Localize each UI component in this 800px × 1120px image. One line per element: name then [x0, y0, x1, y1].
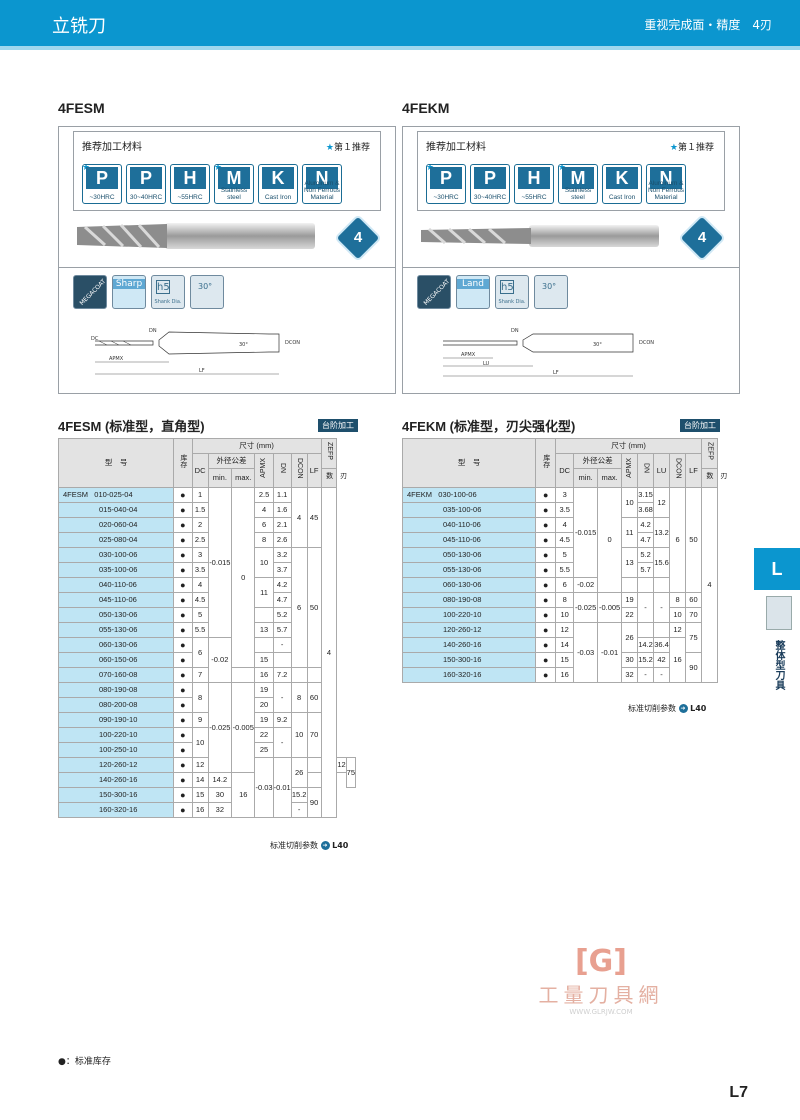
right-model-title: 4FEKM	[402, 100, 450, 116]
material-h: H~55HRC	[514, 164, 554, 204]
left-step-tag: 台阶加工	[318, 419, 358, 432]
recommend-note: ★第１推荐	[325, 143, 370, 153]
svg-text:DCON: DCON	[285, 340, 300, 346]
helix-30-icon: 30°	[534, 275, 568, 309]
watermark: [G] 工量刀具網 WWW.GLRJW.COM	[536, 944, 666, 1016]
dimension-drawing: APMX LU LF DN DCON 30°	[443, 328, 654, 377]
svg-text:DN: DN	[149, 328, 157, 334]
svg-text:LF: LF	[553, 370, 559, 376]
header-shade	[0, 46, 800, 50]
svg-text:DN: DN	[511, 328, 519, 334]
arrow-icon: ➜	[320, 841, 330, 850]
panel-divider	[59, 267, 395, 268]
right-step-tag: 台阶加工	[680, 419, 720, 432]
materials-label: 推荐加工材料	[426, 142, 486, 153]
recommend-note: ★第１推荐	[669, 143, 714, 153]
header-bar	[0, 0, 800, 46]
left-section-title: 4FESM (标准型，直角型)	[58, 419, 205, 434]
solid-tool-icon	[766, 596, 792, 630]
page-number: L7	[729, 1084, 748, 1101]
header-subtitle: 重视完成面・精度 4刃	[644, 18, 772, 32]
svg-text:APMX: APMX	[461, 352, 476, 358]
right-std-note: 标准切削参数 ➜ L40	[628, 704, 707, 713]
star-icon: ★	[325, 143, 334, 153]
megacoat-icon: MEGACOAT	[417, 275, 451, 309]
left-std-note: 标准切削参数 ➜ L40	[270, 841, 349, 850]
watermark-logo-icon: [G]	[574, 944, 628, 979]
page-title: 立铣刀	[52, 16, 106, 37]
four-flute-icon: 4	[333, 213, 383, 263]
chapter-label: 整体型刀具	[773, 640, 784, 690]
panel-divider	[403, 267, 739, 268]
material-box: 推荐加工材料 ★第１推荐 ★P~30HRC P30~40HRC H~55HRC …	[417, 131, 725, 211]
arrow-icon: ➜	[678, 704, 688, 713]
svg-text:DCON: DCON	[639, 340, 654, 346]
dimension-drawing: APMX LF DC DN DCON 30°	[91, 328, 300, 375]
endmill-photo	[77, 223, 315, 249]
stock-legend: ●：标准库存	[58, 1057, 111, 1067]
svg-text:DC: DC	[91, 336, 99, 342]
sharp-edge-icon: Sharp	[112, 275, 146, 309]
land-edge-icon: Land	[456, 275, 490, 309]
material-box: 推荐加工材料 ★第１推荐 ★P~30HRC P30~40HRC H~55HRC …	[73, 131, 381, 211]
materials-label: 推荐加工材料	[82, 142, 142, 153]
svg-text:30°: 30°	[593, 342, 602, 348]
left-model-title: 4FESM	[58, 100, 105, 116]
megacoat-icon: MEGACOAT	[73, 275, 107, 309]
right-product-panel: 推荐加工材料 ★第１推荐 ★P~30HRC P30~40HRC H~55HRC …	[402, 126, 740, 394]
svg-text:LF: LF	[199, 368, 205, 374]
svg-text:30°: 30°	[239, 342, 248, 348]
material-h: H~55HRC	[170, 164, 210, 204]
svg-text:APMX: APMX	[109, 356, 124, 362]
svg-text:LU: LU	[483, 361, 490, 367]
right-section-title: 4FEKM (标准型，刃尖强化型)	[402, 419, 576, 434]
helix-30-icon: 30°	[190, 275, 224, 309]
left-product-panel: 推荐加工材料 ★第１推荐 ★P~30HRC P30~40HRC H~55HRC …	[58, 126, 396, 394]
star-icon: ★	[669, 143, 678, 153]
material-p1: ★P~30HRC	[82, 164, 122, 204]
chapter-tab-l[interactable]: L	[754, 548, 800, 590]
endmill-photo	[421, 225, 659, 247]
material-p1: ★P~30HRC	[426, 164, 466, 204]
four-flute-icon: 4	[677, 213, 727, 263]
